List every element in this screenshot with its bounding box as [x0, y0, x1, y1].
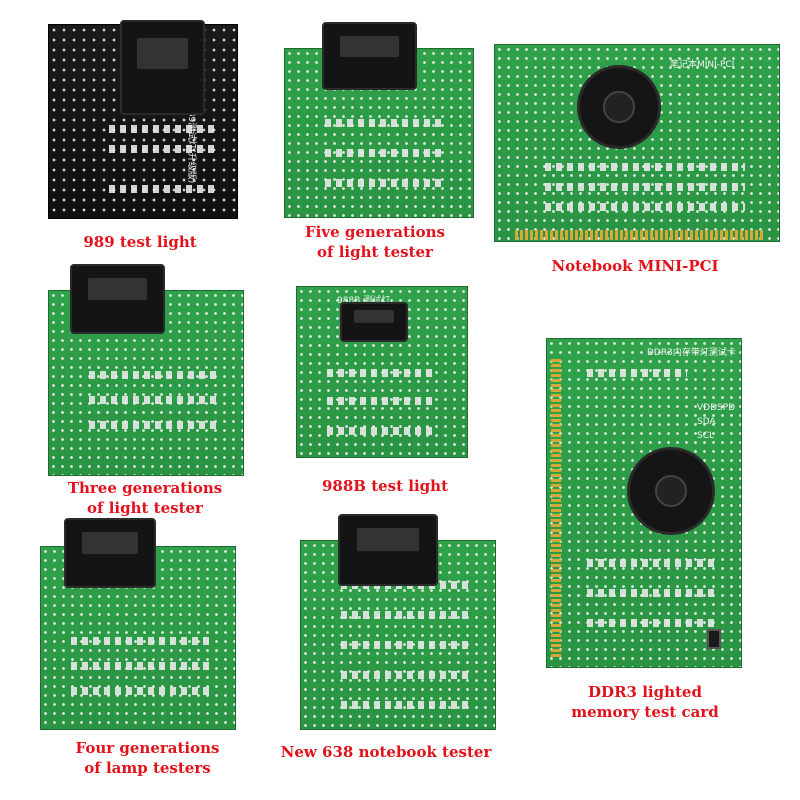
caption-four-gen: Four generations of lamp testers	[50, 738, 245, 778]
led-row	[325, 149, 445, 157]
caption-line: DDR3 lighted	[588, 683, 702, 701]
led-row	[109, 145, 219, 153]
led-row	[89, 371, 219, 379]
board-label-ddr3: DDR3内存带灯测试卡	[647, 348, 736, 358]
led-row	[545, 183, 745, 191]
pin-label: SCL	[697, 431, 715, 441]
led-row	[587, 559, 717, 567]
cpu-socket	[64, 518, 156, 588]
led-row	[71, 687, 211, 695]
led-row	[341, 611, 471, 619]
caption-ddr3: DDR3 lighted memory test card	[550, 682, 740, 722]
led-row	[587, 619, 717, 627]
board-label-988b: 988B 测试灯	[337, 296, 391, 306]
pin-label: SDA	[697, 417, 716, 427]
board-638	[300, 540, 496, 730]
cpu-socket	[120, 20, 205, 115]
board-label-mini-pci: 笔记本MINI-PCI	[670, 60, 735, 70]
led-row	[545, 163, 745, 171]
pin-label: VDDSPD	[697, 403, 736, 413]
led-row	[89, 421, 219, 429]
reset-button	[707, 629, 721, 649]
led-row	[341, 701, 471, 709]
led-row	[327, 397, 437, 405]
led-row	[325, 179, 445, 187]
led-row	[587, 589, 717, 597]
coin-battery-holder	[577, 65, 661, 149]
edge-connector	[515, 230, 765, 240]
led-row	[341, 641, 471, 649]
led-row	[109, 185, 219, 193]
led-row	[327, 369, 437, 377]
led-row	[327, 427, 437, 435]
caption-mini-pci: Notebook MINI-PCI	[551, 257, 719, 275]
caption-638: New 638 notebook tester	[280, 743, 492, 761]
caption-line: Three generations	[67, 479, 223, 497]
led-row	[71, 662, 211, 670]
led-row	[89, 396, 219, 404]
coin-battery-holder	[627, 447, 715, 535]
led-row	[71, 637, 211, 645]
caption-line: of light tester	[87, 499, 203, 517]
caption-line: Four generations	[75, 739, 220, 757]
caption-line: Five generations	[305, 223, 445, 241]
board-ddr3: DDR3内存带灯测试卡 VDDSPD SDA SCL	[546, 338, 742, 668]
caption-988b: 988B test light	[322, 477, 448, 495]
cpu-socket	[322, 22, 417, 90]
caption-five-gen: Five generations of light tester	[280, 222, 470, 262]
board-label-989: 989测试灯(升级版)	[186, 105, 196, 184]
led-row	[545, 203, 745, 211]
led-row	[341, 671, 471, 679]
caption-three-gen: Three generations of light tester	[45, 478, 245, 518]
caption-line: of light tester	[317, 243, 433, 261]
led-row	[109, 125, 219, 133]
board-mini-pci: 笔记本MINI-PCI	[494, 44, 780, 242]
caption-989: 989 test light	[83, 233, 197, 251]
caption-line: memory test card	[571, 703, 719, 721]
cpu-socket	[340, 302, 408, 342]
caption-line: of lamp testers	[84, 759, 211, 777]
led-row	[587, 369, 687, 377]
cpu-socket	[70, 264, 165, 334]
led-row	[325, 119, 445, 127]
edge-connector	[551, 359, 561, 659]
cpu-socket	[338, 514, 438, 586]
